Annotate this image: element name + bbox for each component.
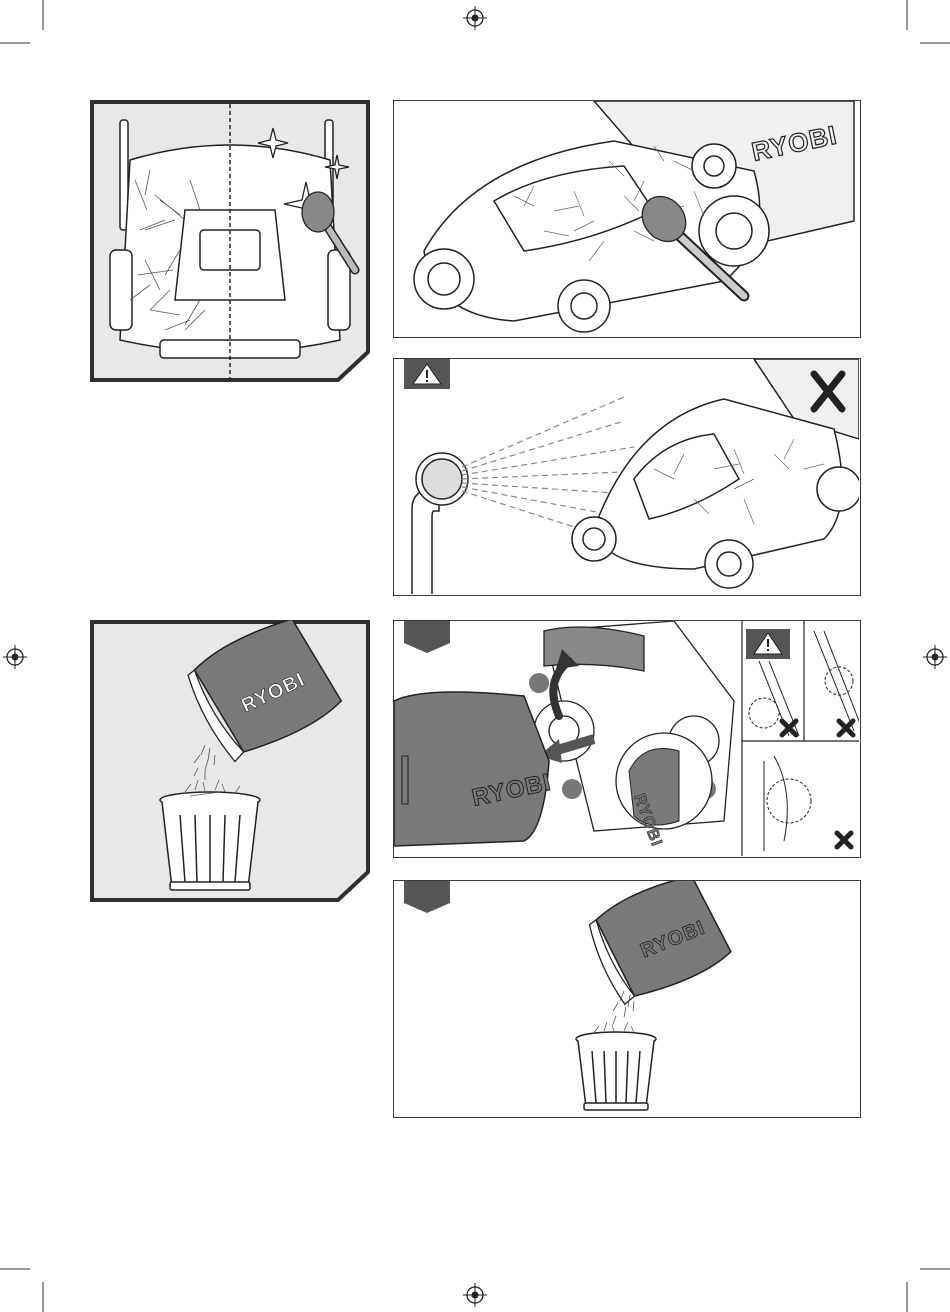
- step-marker: [404, 621, 450, 653]
- step-circle-2: [562, 779, 582, 799]
- mower-brush-cleaning-panel: RYOBI: [393, 100, 861, 338]
- warning-icon: [404, 359, 450, 389]
- registration-mark-top-icon: [463, 6, 487, 30]
- mower-front-clean-comparison-panel: [90, 100, 370, 382]
- water-hose-icon: [412, 453, 468, 594]
- step-marker: [404, 881, 450, 913]
- prohibited-x-icon: [839, 721, 853, 735]
- trash-bin-icon: [160, 792, 260, 890]
- prohibited-x-icon: [782, 721, 796, 735]
- empty-bag-into-bin-panel: RYOBI: [90, 620, 370, 902]
- step-circle-1: [529, 673, 549, 693]
- remove-grass-bag-panel: RYOBI RYOBI: [393, 620, 861, 858]
- registration-mark-bottom-icon: [463, 1283, 487, 1307]
- empty-bag-step-panel: RYOBI: [393, 880, 861, 1118]
- warning-icon: [746, 629, 790, 659]
- registration-mark-left-icon: [3, 645, 27, 669]
- no-water-hose-warning-panel: [393, 358, 861, 596]
- registration-mark-right-icon: [923, 645, 947, 669]
- prohibited-x-icon: [837, 833, 851, 847]
- trash-bin-icon: [576, 1032, 656, 1110]
